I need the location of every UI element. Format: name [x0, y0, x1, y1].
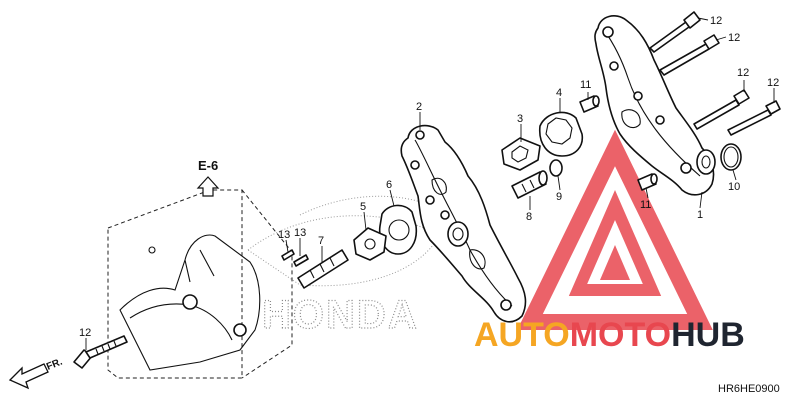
bolt-12-lower-left — [73, 335, 128, 369]
callout-4: 4 — [556, 87, 562, 99]
callout-12-second: 12 — [728, 32, 740, 44]
logo-auto: AUTO — [474, 316, 570, 354]
callout-1: 1 — [697, 209, 703, 221]
callout-12-bottom-left: 12 — [79, 327, 91, 339]
logo-hub: HUB — [671, 316, 745, 354]
callout-13-second: 13 — [294, 227, 306, 239]
callout-8: 8 — [526, 211, 532, 223]
diagram-code: HR6HE0900 — [718, 383, 780, 395]
leader-lines — [85, 17, 775, 350]
callout-2: 2 — [416, 101, 422, 113]
front-label: FR. — [45, 356, 64, 372]
part-7-shaft — [297, 249, 349, 289]
part-13-pins — [281, 249, 309, 267]
callout-9: 9 — [556, 191, 562, 203]
part-2-pump-plate — [400, 124, 527, 323]
crankcase-outline — [119, 234, 261, 371]
callout-12-fourth: 12 — [767, 77, 779, 89]
up-arrow-icon — [196, 176, 220, 197]
honda-watermark-text: HONDA — [262, 293, 419, 337]
part-11-dowel-pins — [579, 95, 658, 191]
callout-3: 3 — [517, 113, 523, 125]
bolts-12-right — [649, 11, 781, 136]
section-ref-e6: E-6 — [196, 158, 220, 197]
callout-12-top: 12 — [710, 15, 722, 27]
crankcase-dashed-frame-side — [241, 189, 293, 379]
crankcase-section — [107, 189, 293, 379]
automotohub-logo: AUTOMOTOHUB — [474, 316, 745, 354]
front-arrow-icon — [8, 363, 49, 390]
callout-12-third: 12 — [737, 67, 749, 79]
part-4-outer-rotor — [538, 111, 584, 157]
part-1-pump-cover — [594, 15, 716, 196]
crankcase-bolt-boss — [182, 294, 198, 310]
automotohub-wordmark: AUTOMOTOHUB — [474, 316, 745, 354]
logo-moto: MOTO — [570, 316, 671, 354]
callout-10: 10 — [728, 181, 740, 193]
part-3-inner-rotor — [501, 137, 541, 171]
callout-13-first: 13 — [278, 229, 290, 241]
part-9-washer — [549, 159, 563, 177]
part-8-pump-shaft — [511, 170, 548, 199]
callout-6: 6 — [386, 179, 392, 191]
part-5-inner-rotor — [353, 227, 387, 261]
crankcase-dashed-frame — [107, 189, 243, 379]
callout-labels: 2 3 4 5 6 7 13 13 8 9 11 11 10 1 12 12 1… — [79, 15, 779, 339]
front-direction-indicator: FR. — [8, 356, 64, 390]
callout-7: 7 — [318, 235, 324, 247]
callout-11-lower: 11 — [640, 199, 651, 211]
section-ref-label: E-6 — [198, 158, 218, 173]
callout-11-upper: 11 — [580, 79, 591, 91]
honda-watermark: HONDA — [247, 195, 441, 338]
automotohub-triangle-logo — [517, 129, 713, 330]
callout-5: 5 — [360, 201, 366, 213]
